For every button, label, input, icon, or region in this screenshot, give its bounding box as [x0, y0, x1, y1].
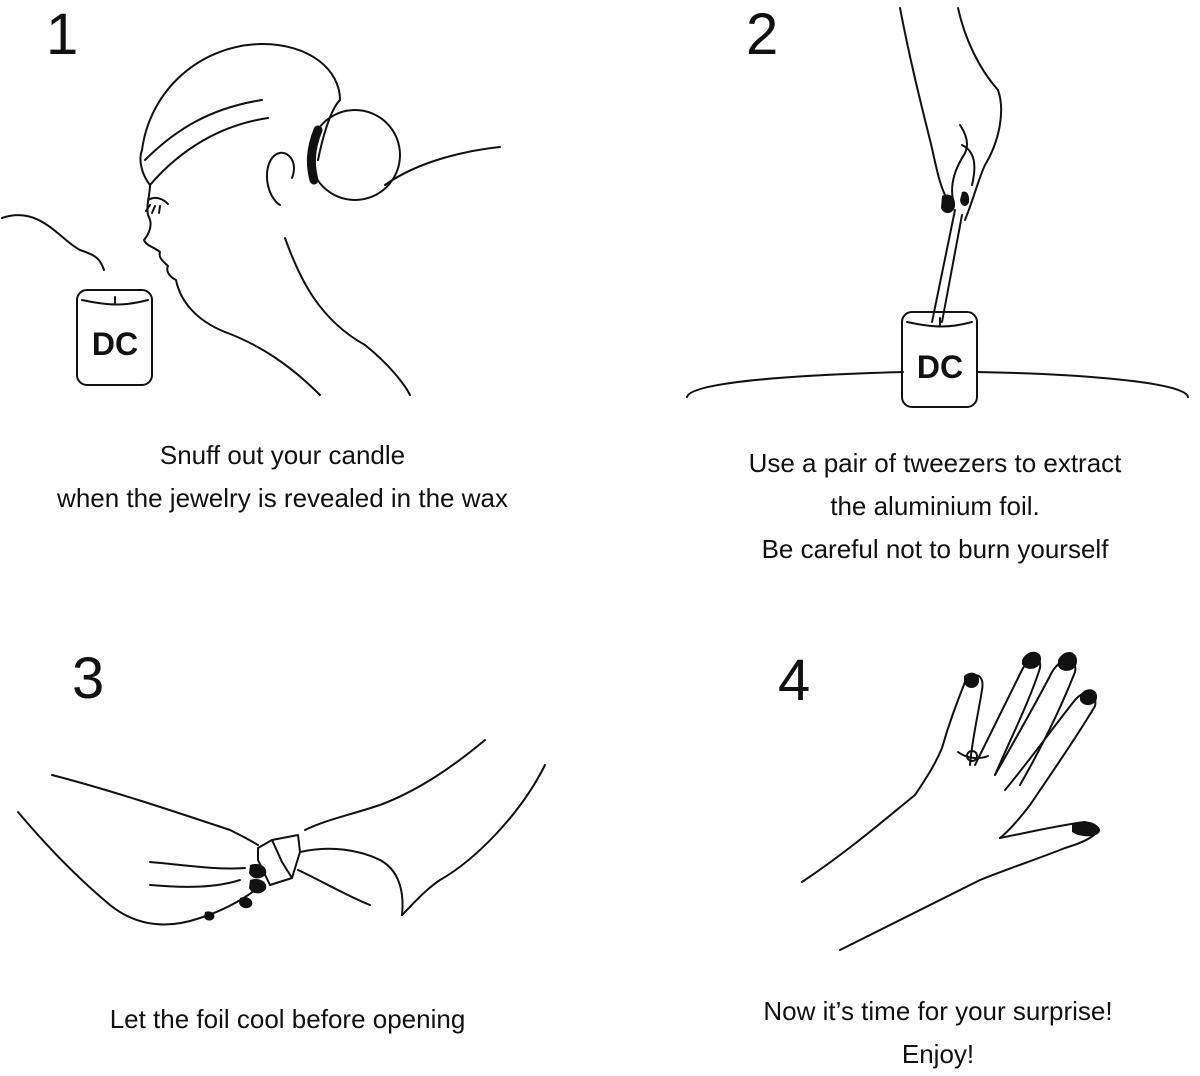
step-1-caption-line-1: Snuff out your candle [159, 440, 406, 470]
step-2-caption: Use a pair of tweezers to extract the al… [665, 442, 1200, 571]
step-1-number: 1 [46, 2, 79, 67]
step-1-candle-logo: DC [92, 326, 138, 362]
step-2-number: 2 [746, 2, 779, 67]
step-4-number: 4 [778, 648, 811, 713]
step-2-caption-line-2: the aluminium foil. [830, 491, 1040, 521]
step-3-caption-line-1: Let the foil cool before opening [109, 1004, 466, 1034]
step-3-number: 3 [72, 646, 105, 711]
step-1-caption: Snuff out your candle when the jewelry i… [0, 434, 565, 520]
step-3-caption: Let the foil cool before opening [0, 998, 575, 1041]
step-4-caption-line-2: Enjoy! [901, 1039, 975, 1069]
step-1-caption-line-2: when the jewelry is revealed in the wax [57, 483, 508, 513]
step-4-caption: Now it’s time for your surprise! Enjoy! [668, 990, 1200, 1076]
step-2-caption-line-3: Be careful not to burn yourself [761, 534, 1109, 564]
step-2-caption-line-1: Use a pair of tweezers to extract [748, 448, 1122, 478]
step-4-caption-line-1: Now it’s time for your surprise! [763, 996, 1113, 1026]
step-2-candle-logo: DC [917, 349, 963, 385]
